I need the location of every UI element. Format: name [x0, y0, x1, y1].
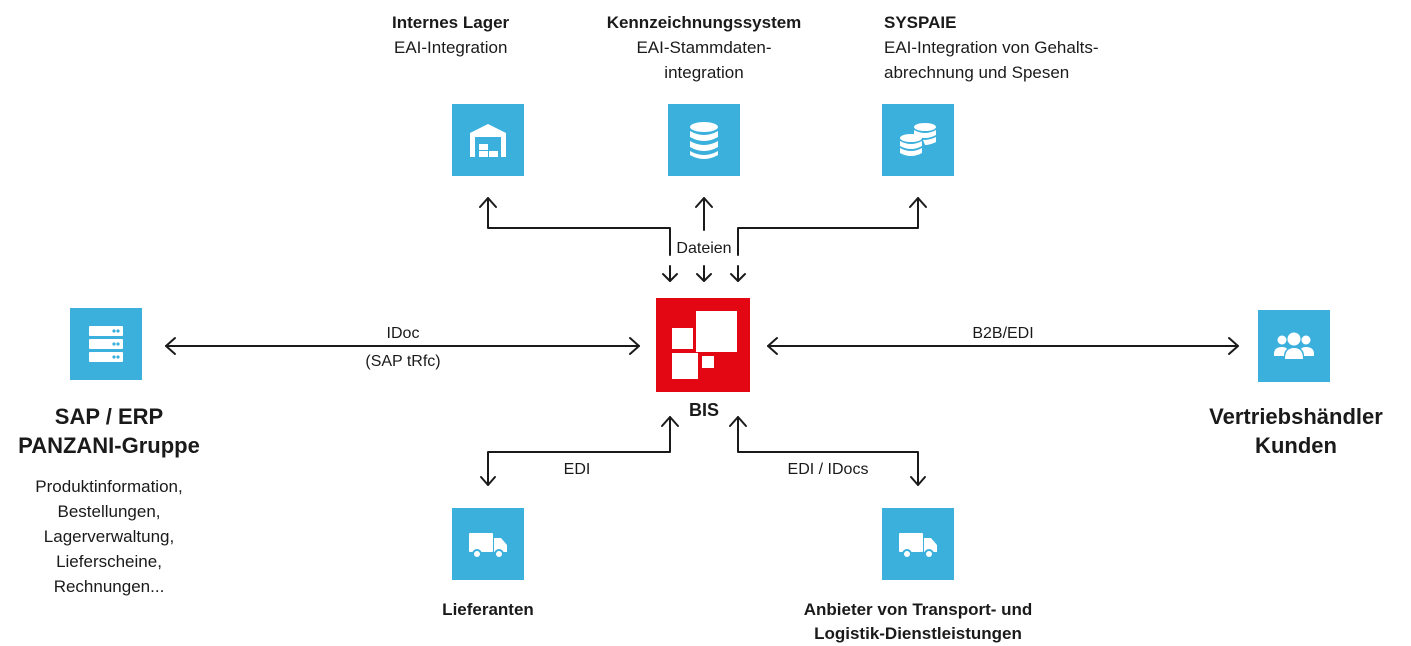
truck-icon [469, 533, 507, 559]
label-b2b-edi: B2B/EDI [972, 325, 1034, 342]
bis-box [656, 298, 750, 392]
users-group-icon [1274, 332, 1314, 359]
sap-title1: SAP / ERP [54, 404, 164, 429]
arrowhead-internes-lager [479, 197, 497, 208]
arrowhead-syspaie [909, 197, 927, 208]
kennzeichnung-box [668, 104, 740, 176]
bis-logo-icon [672, 311, 737, 379]
label-sap-trfc: (SAP tRfc) [365, 353, 441, 370]
sap-title2: PANZANI-Gruppe [18, 433, 200, 458]
customers-title2: Kunden [1255, 433, 1337, 458]
transport-box [882, 508, 954, 580]
syspaie-box [882, 104, 954, 176]
sap-line-3: Lagerverwaltung, [43, 527, 175, 546]
arrow-bis-lieferanten [487, 416, 671, 486]
label-edi: EDI [563, 461, 591, 478]
internes-lager-title: Internes Lager [392, 13, 510, 32]
arrow-bis-transport [737, 416, 919, 486]
sap-box [70, 308, 142, 380]
arrowhead-kennzeichnung [695, 197, 713, 208]
server-icon [89, 326, 123, 362]
sap-line-4: Lieferscheine, [56, 552, 162, 571]
internes-lager-sub: EAI-Integration [394, 38, 508, 57]
database-icon [690, 122, 718, 159]
arrow-to-internes-lager [487, 197, 671, 256]
label-edi-idocs: EDI / IDocs [787, 461, 869, 478]
label-idoc: IDoc [386, 325, 420, 342]
kennzeichnung-sub2: integration [664, 63, 744, 82]
truck-icon [899, 533, 937, 559]
customers-box [1258, 310, 1330, 382]
transport-title2: Logistik-Dienstleistungen [814, 624, 1022, 643]
syspaie-title: SYSPAIE [884, 13, 957, 32]
coins-stack-icon [900, 123, 936, 156]
kennzeichnung-sub1: EAI-Stammdaten- [636, 38, 772, 57]
customers-title1: Vertriebshändler [1209, 404, 1383, 429]
arrow-to-syspaie [737, 197, 919, 256]
sap-line-5: Rechnungen... [53, 577, 165, 596]
sap-line-1: Produktinformation, [35, 477, 183, 496]
syspaie-sub2: abrechnung und Spesen [884, 63, 1070, 82]
kennzeichnung-title: Kennzeichnungssystem [606, 13, 802, 32]
lieferanten-title: Lieferanten [442, 600, 534, 619]
sap-line-2: Bestellungen, [57, 502, 161, 521]
label-dateien: Dateien [674, 239, 734, 259]
internes-lager-box [452, 104, 524, 176]
lieferanten-box [452, 508, 524, 580]
warehouse-icon [470, 124, 506, 157]
transport-title1: Anbieter von Transport- und [803, 600, 1033, 619]
syspaie-sub1: EAI-Integration von Gehalts- [884, 38, 1099, 57]
bis-label: BIS [688, 400, 720, 420]
